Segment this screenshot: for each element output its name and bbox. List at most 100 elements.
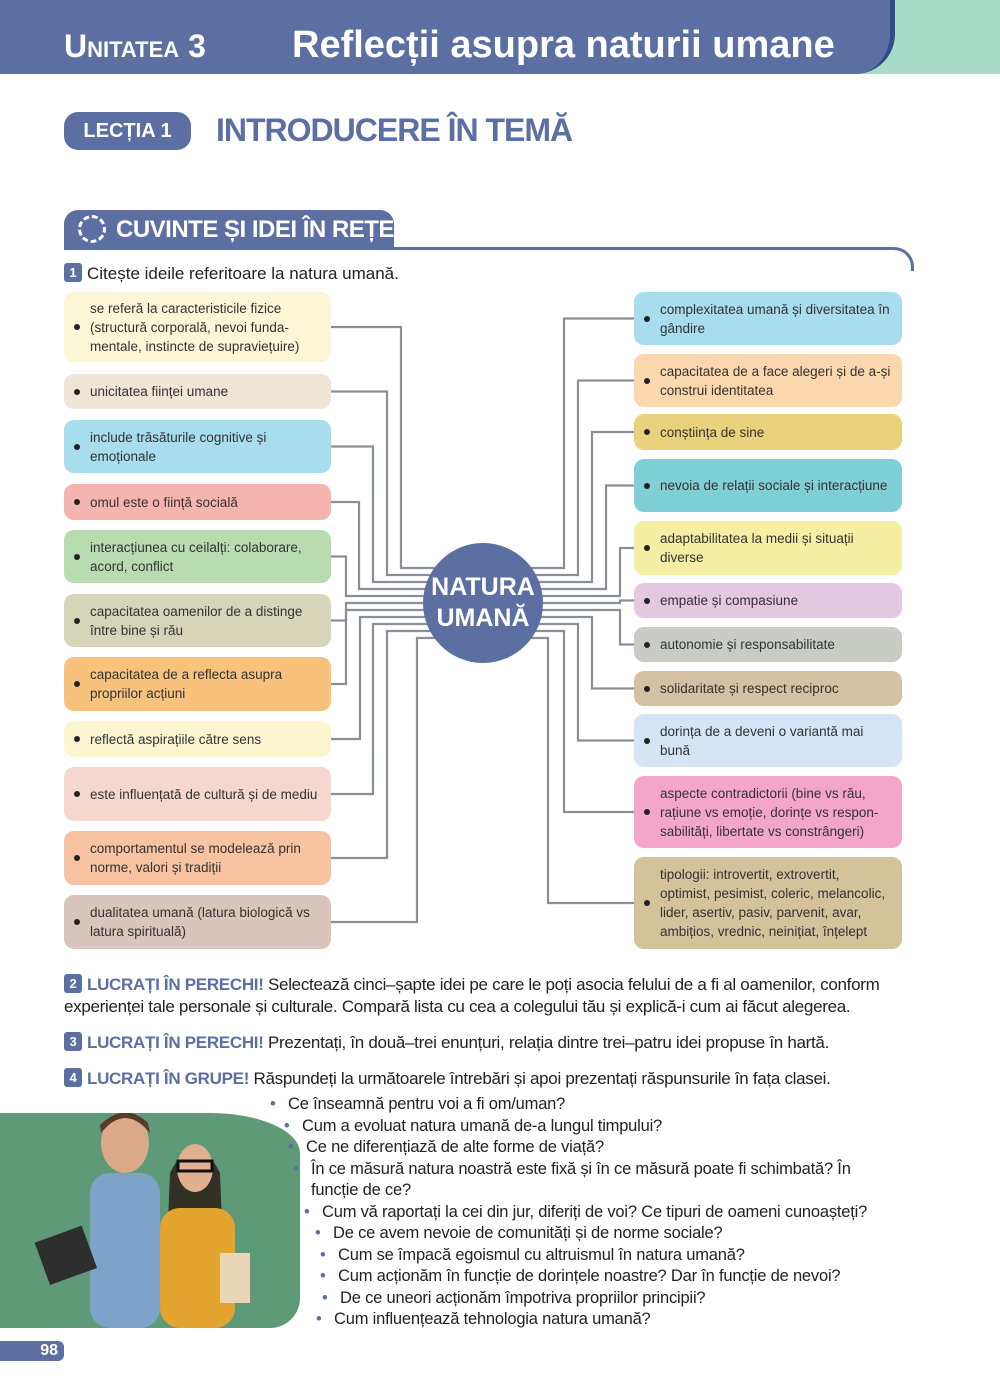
section-title: CUVINTE ȘI IDEI ÎN REȚEA bbox=[116, 216, 411, 243]
page-number: 98 bbox=[0, 1341, 64, 1361]
idea-text: este influențată de cultură și de mediu bbox=[90, 786, 318, 802]
connector-line bbox=[526, 599, 634, 605]
right-idea-3: conștiința de sine bbox=[634, 414, 902, 450]
idea-text: include trăsăturile cognitive și emoțion… bbox=[90, 429, 267, 464]
left-idea-6: capacitatea oamenilor de a distinge într… bbox=[64, 594, 331, 647]
unit-number: 3 bbox=[188, 28, 206, 64]
task-1: 1 Citește ideile referitoare la natura um… bbox=[64, 263, 399, 284]
idea-text: reflectă aspirațiile către sens bbox=[90, 731, 262, 747]
task-text: Citește ideile referitoare la natura uma… bbox=[87, 264, 399, 283]
idea-text: capacitatea de a reflecta asupra proprii… bbox=[90, 667, 283, 701]
connector-line bbox=[526, 317, 634, 570]
question-item: În ce măsură natura noastră este fixă și… bbox=[293, 1159, 902, 1202]
network-icon bbox=[78, 215, 106, 243]
right-idea-2: capacitatea de a face alegeri și de a-și… bbox=[634, 354, 902, 407]
connector-line bbox=[526, 636, 634, 905]
idea-text: se referă la caracteristicile fizice (st… bbox=[90, 300, 300, 354]
connector-line bbox=[331, 555, 440, 598]
connector-line bbox=[526, 379, 634, 577]
left-idea-7: capacitatea de a reflecta asupra proprii… bbox=[64, 657, 331, 711]
idea-text: dualitatea umană (latura biologică vs la… bbox=[90, 905, 310, 939]
right-idea-11: tipologii: introvertit, extrovertit, opt… bbox=[634, 857, 902, 949]
connector-line bbox=[526, 430, 634, 584]
left-idea-1: se referă la caracteristicile fizice (st… bbox=[64, 292, 331, 362]
question-item: Cum a evoluat natura umană de-a lungul t… bbox=[284, 1116, 902, 1138]
idea-text: capacitatea oamenilor de a distinge într… bbox=[90, 603, 303, 638]
left-idea-4: omul este o ființă socială bbox=[64, 484, 331, 520]
lesson-badge: LECȚIA 1 bbox=[64, 112, 191, 150]
connector-line bbox=[331, 500, 440, 591]
center-line2: UMANĂ bbox=[436, 604, 530, 632]
left-idea-10: comportamentul se modelează prin norme, … bbox=[64, 831, 331, 885]
idea-text: adaptabilitatea la medii și situații div… bbox=[660, 531, 854, 565]
idea-text: omul este o ființă socială bbox=[90, 494, 238, 510]
question-item: Cum vă raportați la cei din jur, diferiț… bbox=[304, 1202, 902, 1224]
question-item: Cum acționăm în funcție de dorințele noa… bbox=[320, 1266, 902, 1288]
connector-line bbox=[331, 608, 440, 686]
idea-text: complexitatea umană și diversitatea în g… bbox=[660, 301, 890, 336]
task-text: Răspundeți la următoarele întrebări și a… bbox=[249, 1069, 831, 1088]
idea-text: autonomie și responsabilitate bbox=[660, 637, 835, 652]
right-idea-8: solidaritate și respect reciproc bbox=[634, 671, 902, 706]
connector-line bbox=[331, 636, 440, 924]
idea-text: interacțiunea cu ceilalți: colaborare, a… bbox=[90, 539, 302, 574]
idea-text: empatie și compasiune bbox=[660, 593, 799, 608]
connector-line bbox=[526, 608, 634, 646]
question-item: De ce uneori acționăm împotriva propriil… bbox=[322, 1288, 902, 1310]
students-photo bbox=[0, 1112, 300, 1328]
idea-text: solidaritate și respect reciproc bbox=[660, 681, 839, 696]
task-number: 4 bbox=[64, 1068, 82, 1087]
idea-text: nevoia de relații sociale și interacțiun… bbox=[660, 478, 888, 493]
connector-line bbox=[331, 622, 440, 796]
right-idea-1: complexitatea umană și diversitatea în g… bbox=[634, 292, 902, 345]
right-idea-7: autonomie și responsabilitate bbox=[634, 627, 902, 662]
idea-text: aspecte contradictorii (bine vs rău, raț… bbox=[660, 785, 879, 839]
right-idea-10: aspecte contradictorii (bine vs rău, raț… bbox=[634, 776, 902, 848]
idea-text: unicitatea ființei umane bbox=[90, 384, 229, 399]
connector-line bbox=[526, 546, 634, 598]
question-item: Ce ne diferențiază de alte forme de viaț… bbox=[288, 1137, 902, 1159]
task-label: LUCRAȚI ÎN PERECHI! bbox=[87, 1033, 264, 1052]
task-4: 4 LUCRAȚI ÎN GRUPE! Răspundeți la următoa… bbox=[64, 1068, 914, 1090]
left-idea-3: include trăsăturile cognitive și emoțion… bbox=[64, 420, 331, 473]
left-idea-2: unicitatea ființei umane bbox=[64, 374, 331, 409]
left-idea-5: interacțiunea cu ceilalți: colaborare, a… bbox=[64, 530, 331, 583]
connector-line bbox=[526, 615, 634, 690]
left-idea-8: reflectă aspirațiile către sens bbox=[64, 721, 331, 757]
task-number: 1 bbox=[64, 263, 82, 282]
header-band bbox=[0, 0, 895, 74]
unit-word: Unitatea bbox=[64, 28, 180, 64]
connector-line bbox=[331, 615, 440, 741]
question-item: Cum influențează tehnologia natura umană… bbox=[316, 1309, 902, 1331]
right-idea-9: dorința de a deveni o variantă mai bună bbox=[634, 714, 902, 767]
task-text: Selectează cinci–șapte idei pe care le p… bbox=[64, 975, 880, 1016]
question-list: Ce înseamnă pentru voi a fi om/uman?Cum … bbox=[64, 1094, 914, 1331]
task-label: LUCRAȚI ÎN GRUPE! bbox=[87, 1069, 250, 1088]
task-text: Prezentați, în două–trei enunțuri, relaț… bbox=[263, 1033, 830, 1052]
question-item: De ce avem nevoie de comunități și de no… bbox=[315, 1223, 902, 1245]
right-idea-6: empatie și compasiune bbox=[634, 583, 902, 618]
question-item: Ce înseamnă pentru voi a fi om/uman? bbox=[270, 1094, 902, 1116]
task-number: 2 bbox=[64, 974, 82, 993]
idea-text: dorința de a deveni o variantă mai bună bbox=[660, 723, 864, 758]
students-illustration bbox=[34, 1112, 250, 1328]
question-item: Cum se împacă egoismul cu altruismul în … bbox=[320, 1245, 902, 1267]
idea-text: tipologii: introvertit, extrovertit, opt… bbox=[660, 867, 886, 939]
connector-line bbox=[331, 629, 440, 860]
connector-line bbox=[331, 390, 440, 577]
idea-text: capacitatea de a face alegeri și de a-și… bbox=[660, 363, 891, 398]
connector-line bbox=[526, 629, 634, 814]
connector-line bbox=[526, 622, 634, 742]
unit-title: Reflecții asupra naturii umane bbox=[292, 24, 835, 66]
section-tab: CUVINTE ȘI IDEI ÎN REȚEA bbox=[64, 210, 411, 248]
right-idea-4: nevoia de relații sociale și interacțiun… bbox=[634, 459, 902, 512]
right-idea-5: adaptabilitatea la medii și situații div… bbox=[634, 521, 902, 575]
connector-lines bbox=[331, 317, 634, 924]
connector-line bbox=[331, 325, 440, 570]
lesson-title: INTRODUCERE ÎN TEMĂ bbox=[216, 112, 573, 148]
left-idea-9: este influențată de cultură și de mediu bbox=[64, 767, 331, 821]
section-divider bbox=[64, 247, 914, 271]
